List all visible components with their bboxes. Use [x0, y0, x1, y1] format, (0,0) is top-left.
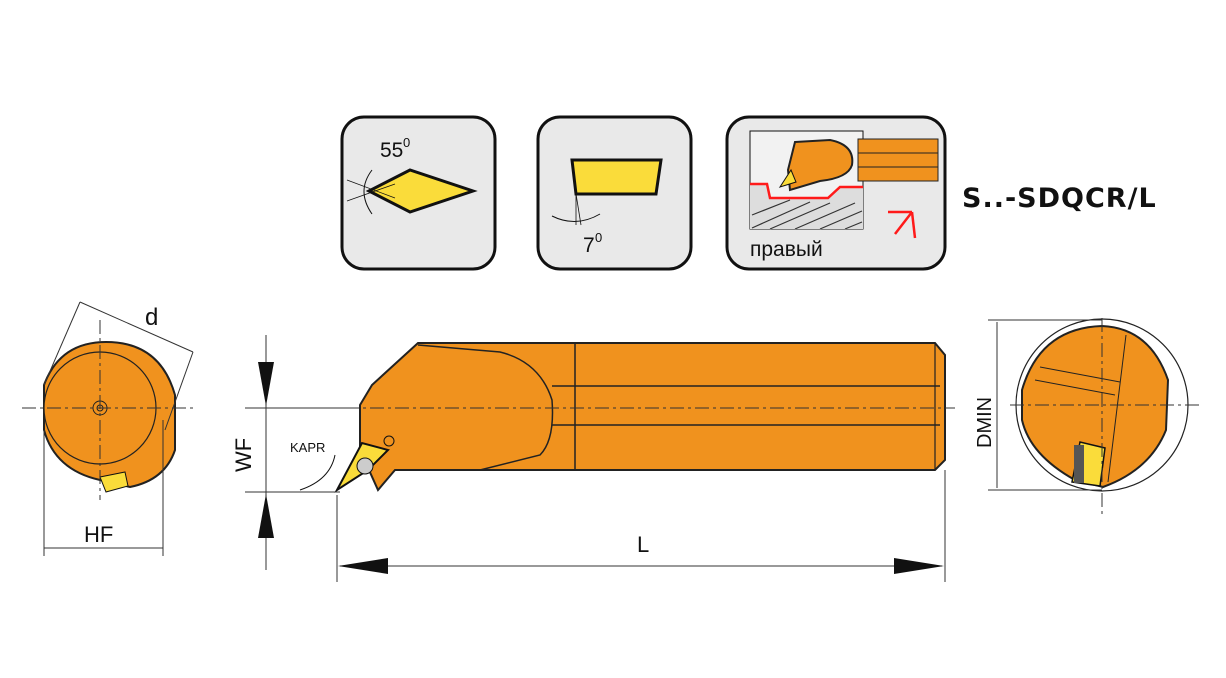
- angle-arc-icon: [363, 169, 373, 215]
- insert-angle-panel: 55 0: [340, 115, 497, 271]
- hand-label: правый: [750, 238, 823, 261]
- wf-label: WF: [231, 438, 256, 472]
- kapr-label: KAPR: [290, 440, 325, 455]
- tool-side-view: WF KAPR L: [231, 335, 955, 582]
- clearance-angle-label: 7: [583, 234, 595, 257]
- clearance-angle-panel: 7 0: [536, 115, 693, 271]
- screw-icon: [356, 457, 374, 475]
- diameter-d-label: d: [145, 304, 158, 331]
- feed-direction-arrows-icon: [888, 210, 917, 239]
- hand-panel: правый: [725, 115, 947, 271]
- end-view-left: d HF: [22, 301, 196, 556]
- hf-label: HF: [84, 522, 113, 547]
- rhombic-insert-icon: [365, 168, 478, 214]
- length-l-label: L: [637, 532, 649, 557]
- degree-mark: 0: [595, 230, 602, 245]
- end-view-right: DMIN: [974, 318, 1200, 515]
- kapr-arc-icon: [299, 454, 336, 491]
- product-code-title: S..-SDQCR/L: [962, 183, 1157, 214]
- insert-side-icon: [570, 158, 663, 196]
- dmin-label: DMIN: [974, 397, 996, 448]
- insert-angle-label: 55: [380, 139, 403, 162]
- degree-mark: 0: [403, 135, 410, 150]
